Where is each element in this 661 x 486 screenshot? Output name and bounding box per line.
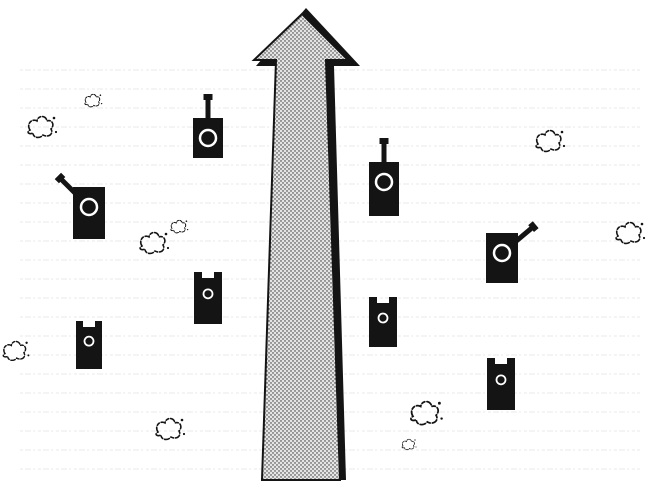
tank-hull — [73, 187, 105, 239]
small-unit-marker-icon — [76, 321, 102, 369]
tank-with-gun-icon — [193, 94, 223, 158]
tank-hull — [486, 233, 518, 283]
tank-with-gun-icon — [55, 173, 105, 239]
tank-with-gun-icon — [486, 221, 539, 283]
smoke-puff-icon — [3, 341, 29, 360]
smoke-puff-icon — [140, 233, 169, 254]
small-unit-marker-icon — [369, 297, 397, 347]
smoke-puff-icon — [85, 94, 102, 107]
smoke-puff-icon — [156, 419, 185, 440]
smoke-puff-icon — [411, 402, 443, 425]
tank-hull — [193, 118, 223, 158]
small-unit-marker-icon — [487, 358, 515, 410]
small-unit-marker-icon — [194, 272, 222, 324]
smoke-puff-icon — [616, 223, 645, 244]
large-upward-arrow — [254, 8, 360, 480]
smoke-puff-icon — [28, 117, 57, 138]
smoke-puff-icon — [402, 439, 416, 449]
tank-with-gun-icon — [369, 138, 399, 216]
smoke-puff-icon — [536, 131, 565, 152]
